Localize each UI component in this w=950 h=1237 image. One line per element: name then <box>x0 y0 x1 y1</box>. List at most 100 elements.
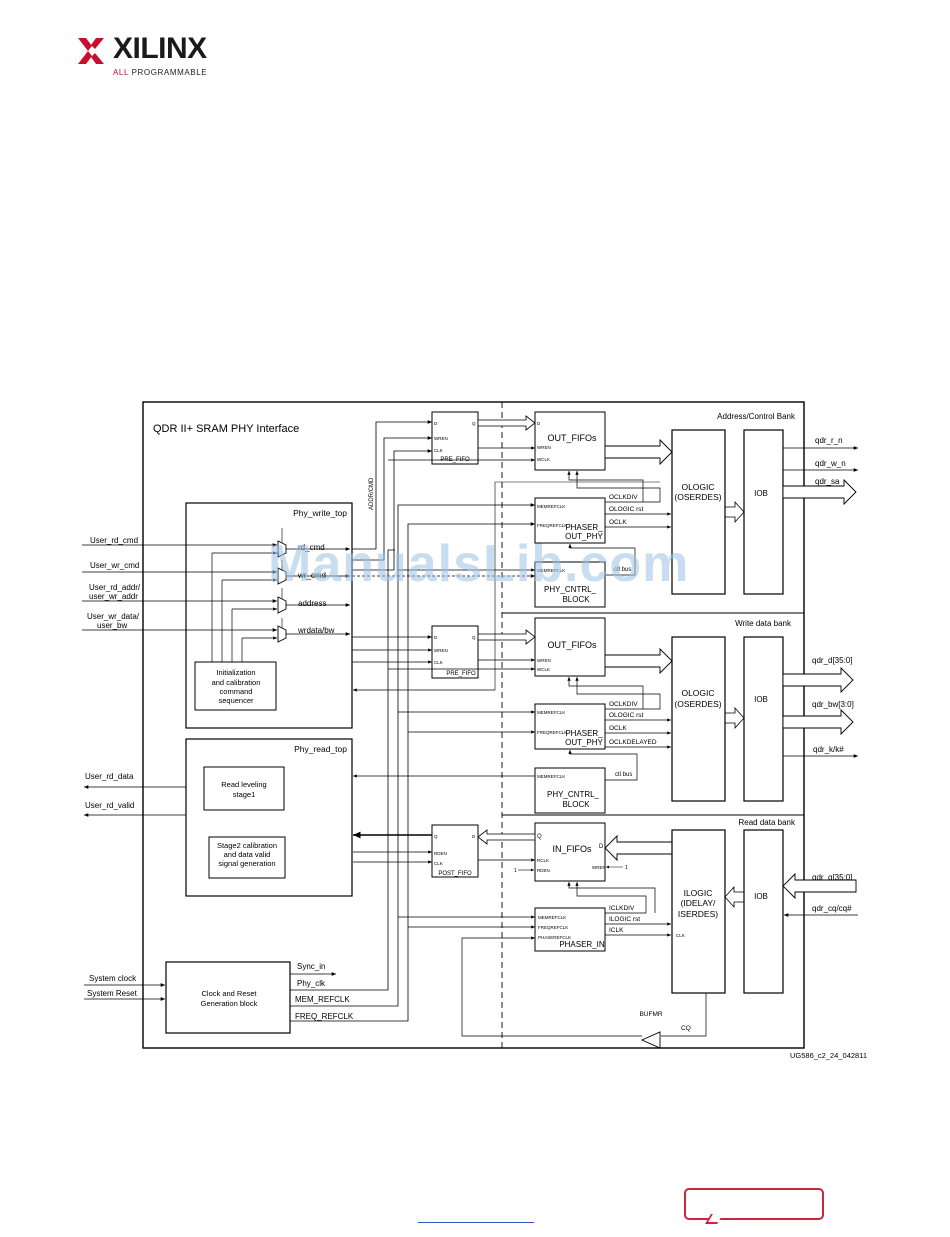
phaser-out-write-freqrefclk: FREQREFCLK <box>537 730 567 735</box>
iob-read-block <box>743 829 784 994</box>
post-fifo-q: Q <box>434 834 438 839</box>
read-leveling-line-2: stage1 <box>233 790 256 799</box>
in-fifos-d: D <box>599 844 604 850</box>
bufmr-to-phaser-in <box>461 936 642 1037</box>
out-fifos-addr-block <box>534 411 606 471</box>
phaser-out-addr-line-2: OUT_PHY <box>565 532 603 541</box>
phaser-out-addr-memrefclk: MEMREFCLK <box>537 504 565 509</box>
mux-wrdata <box>277 625 287 643</box>
iclkdiv-line <box>575 882 647 914</box>
init-cal-sequencer-block <box>194 661 277 711</box>
in-fifos-block <box>534 822 606 882</box>
pre-fifo-mid-d: D <box>434 635 438 640</box>
bus-arrow-prefifo-to-outfifo-2 <box>477 629 536 645</box>
user-wr-addr-label: user_wr_addr <box>89 592 138 601</box>
oclkdiv-write-label: OCLKDIV <box>609 701 638 708</box>
bus-arrow-ologic-to-iob-2 <box>724 706 745 730</box>
logo-tagline: ALL PROGRAMMABLE <box>113 68 207 77</box>
phy-clk-line <box>290 549 395 991</box>
qdr-sa-bus-arrow <box>782 478 857 506</box>
phy-cntrl-write-memrefclk: MEMREFCLK <box>537 774 565 779</box>
phaser-out-write-line-2: OUT_PHY <box>565 738 603 747</box>
ctl-bus-addr-label: ctl bus <box>614 567 631 573</box>
out-fifos-write-wren: WREN <box>537 658 551 663</box>
qdr-d-bus-arrow <box>782 666 854 694</box>
feedback-callout-button[interactable] <box>684 1188 824 1220</box>
in-fifos-one-left: 1 <box>514 868 517 874</box>
out-fifos-write-wclk: WCLK <box>537 667 550 672</box>
ologic-write-line-1: OLOGIC <box>681 688 714 698</box>
bank-label-read-data: Read data bank <box>739 818 796 827</box>
logo-tag-programmable: PROGRAMMABLE <box>128 68 208 77</box>
stage2-calibration-block <box>208 836 286 879</box>
bufmr-buffer <box>640 1031 661 1049</box>
qdr-bw-label: qdr_bw[3:0] <box>812 700 854 709</box>
out-fifos-write-label: OUT_FIFOs <box>548 640 597 650</box>
clock-block-line-2: Generation block <box>201 999 258 1008</box>
sync-in-label: Sync_in <box>297 962 325 971</box>
bus-arrow-ologic-to-iob-1 <box>724 500 745 524</box>
xilinx-logo: XILINX ALL PROGRAMMABLE <box>76 32 226 80</box>
qdr-r-n-label: qdr_r_n <box>815 436 843 445</box>
bank-label-addr-ctrl: Address/Control Bank <box>717 412 796 421</box>
bus-arrow-infifo-to-postfifo <box>477 829 536 845</box>
pre-fifo-top-q: Q <box>472 421 476 426</box>
footer-link-underline[interactable] <box>418 1222 534 1223</box>
mux-rd-cmd <box>277 540 287 558</box>
in-fifos-label: IN_FIFOs <box>552 844 592 854</box>
iob-write-block <box>743 636 784 802</box>
out-fifos-addr-label: OUT_FIFOs <box>548 433 597 443</box>
phy-read-top-title: Phy_read_top <box>294 744 347 754</box>
iob-addr-label: IOB <box>754 489 768 498</box>
bus-arrow-prefifo-to-outfifo-1 <box>477 415 536 431</box>
qdr-sa-label: qdr_sa <box>815 477 840 486</box>
clock-block-line-1: Clock and Reset <box>201 989 257 998</box>
ilogic-block <box>671 829 726 994</box>
system-clock-label: System clock <box>89 974 137 983</box>
ctl-bus-write-line <box>568 750 638 781</box>
addr-cmd-label: ADDR/CMD <box>369 477 375 510</box>
qdr-cq-label: qdr_cq/cq# <box>812 904 852 913</box>
sequencer-line-4: sequencer <box>218 696 254 705</box>
user-bw-label: user_bw <box>97 621 127 630</box>
phy-cntrl-write-line-2: BLOCK <box>562 800 590 809</box>
bus-arrow-iob-to-ilogic <box>724 885 745 909</box>
out-fifos-write-block <box>534 617 606 677</box>
post-fifo-clk: CLK <box>434 861 443 866</box>
iob-write-label: IOB <box>754 695 768 704</box>
ilogic-clk-pin: CLK <box>676 933 685 938</box>
bus-arrow-outfifo-to-ologic-1 <box>604 438 673 466</box>
phy-write-top-block <box>185 502 353 729</box>
sequencer-line-2: and calibration <box>212 678 261 687</box>
pre-fifo-mid-wren: WREN <box>434 648 448 653</box>
user-wr-cmd-label: User_wr_cmd <box>90 561 139 570</box>
ctl-bus-write-label: ctl bus <box>615 772 632 778</box>
phaser-out-write-block <box>534 703 606 750</box>
write-top-wr-cmd-label: wr_cmd <box>297 571 326 580</box>
write-top-wrdata-label: wrdata/bw <box>297 626 335 635</box>
in-fifos-one-right: 1 <box>625 865 628 871</box>
user-rd-valid-label: User_rd_valid <box>85 801 134 810</box>
feedback-ologic-to-write-top <box>494 481 660 690</box>
ologic-addr-block <box>671 429 726 595</box>
user-wr-data-label: User_wr_data/ <box>87 612 140 621</box>
ctl-bus-addr-line <box>568 544 636 576</box>
logo-word: XILINX <box>113 32 207 65</box>
ologic-write-block <box>671 636 726 802</box>
qdr-d-label: qdr_d[35:0] <box>812 656 852 665</box>
in-fifos-rclk: RCLK <box>537 858 549 863</box>
iclk-label: ICLK <box>609 927 624 934</box>
ologic-rst-addr-label: OLOGIC rst <box>609 506 644 513</box>
mem-refclk-line <box>290 503 535 1007</box>
oclkdiv-addr-line <box>575 471 661 503</box>
pre-fifo-top-wren: WREN <box>434 436 448 441</box>
bus-arrow-outfifo-to-ologic-2 <box>604 647 673 675</box>
iob-addr-block <box>743 429 784 595</box>
iob-read-label: IOB <box>754 892 768 901</box>
out-fifos-addr-wren: WREN <box>537 445 551 450</box>
iclkdiv-label: ICLKDIV <box>609 905 635 912</box>
pre-fifo-mid-label: PRE_FIFO <box>446 671 476 677</box>
read-leveling-line-1: Read leveling <box>221 780 266 789</box>
phaser-in-block <box>534 907 606 952</box>
phy-cntrl-write-line-1: PHY_CNTRL_ <box>547 790 600 799</box>
